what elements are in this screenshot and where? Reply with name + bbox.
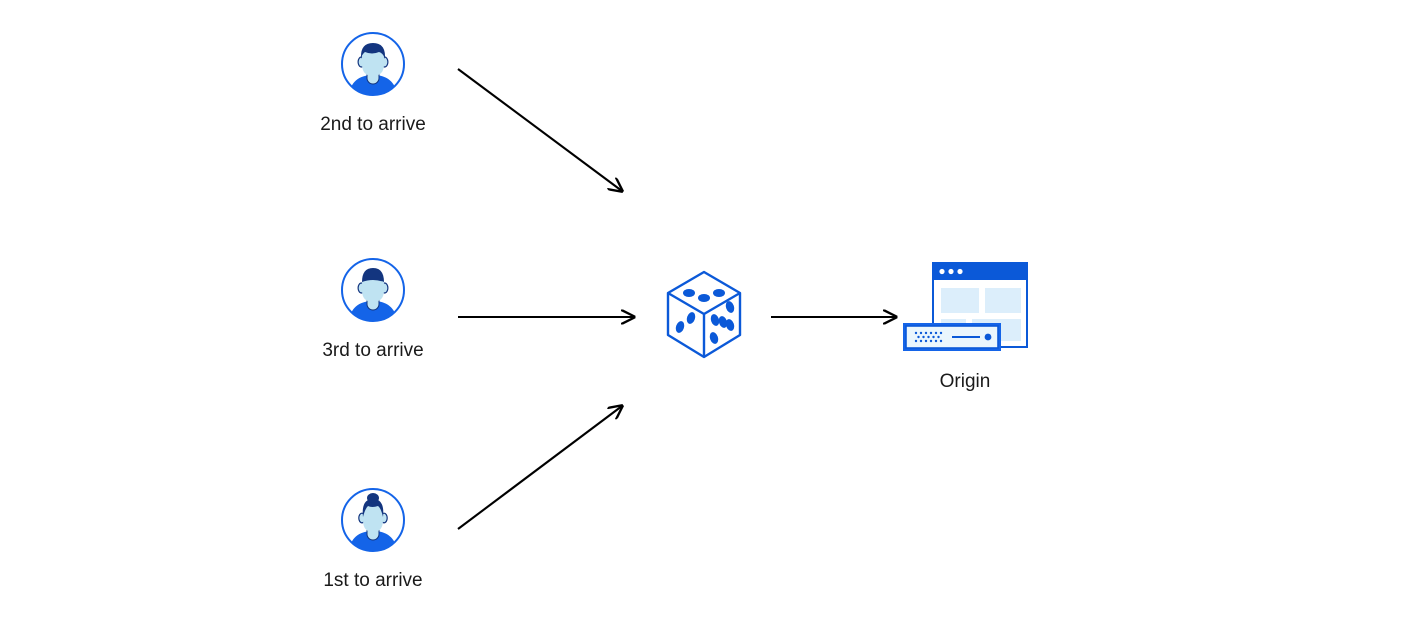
- node-label-origin: Origin: [939, 371, 991, 392]
- arrow-1st-to-dice: [457, 406, 622, 530]
- origin-server-icon: [903, 262, 1028, 351]
- node-label-client-3rd: 3rd to arrive: [322, 340, 424, 361]
- user-avatar-icon: [341, 488, 405, 552]
- dice-icon: [666, 270, 742, 359]
- node-client-1st[interactable]: 1st to arrive: [323, 487, 423, 591]
- node-label-client-1st: 1st to arrive: [323, 570, 423, 591]
- node-client-2nd[interactable]: 2nd to arrive: [320, 31, 426, 135]
- node-client-3rd[interactable]: 3rd to arrive: [322, 257, 424, 361]
- user-avatar-icon: [341, 32, 405, 96]
- node-randomizer[interactable]: [663, 268, 745, 364]
- user-avatar-icon: [341, 258, 405, 322]
- server-unit-icon: [903, 323, 1001, 351]
- node-label-client-2nd: 2nd to arrive: [320, 114, 426, 135]
- node-origin[interactable]: Origin: [900, 258, 1030, 392]
